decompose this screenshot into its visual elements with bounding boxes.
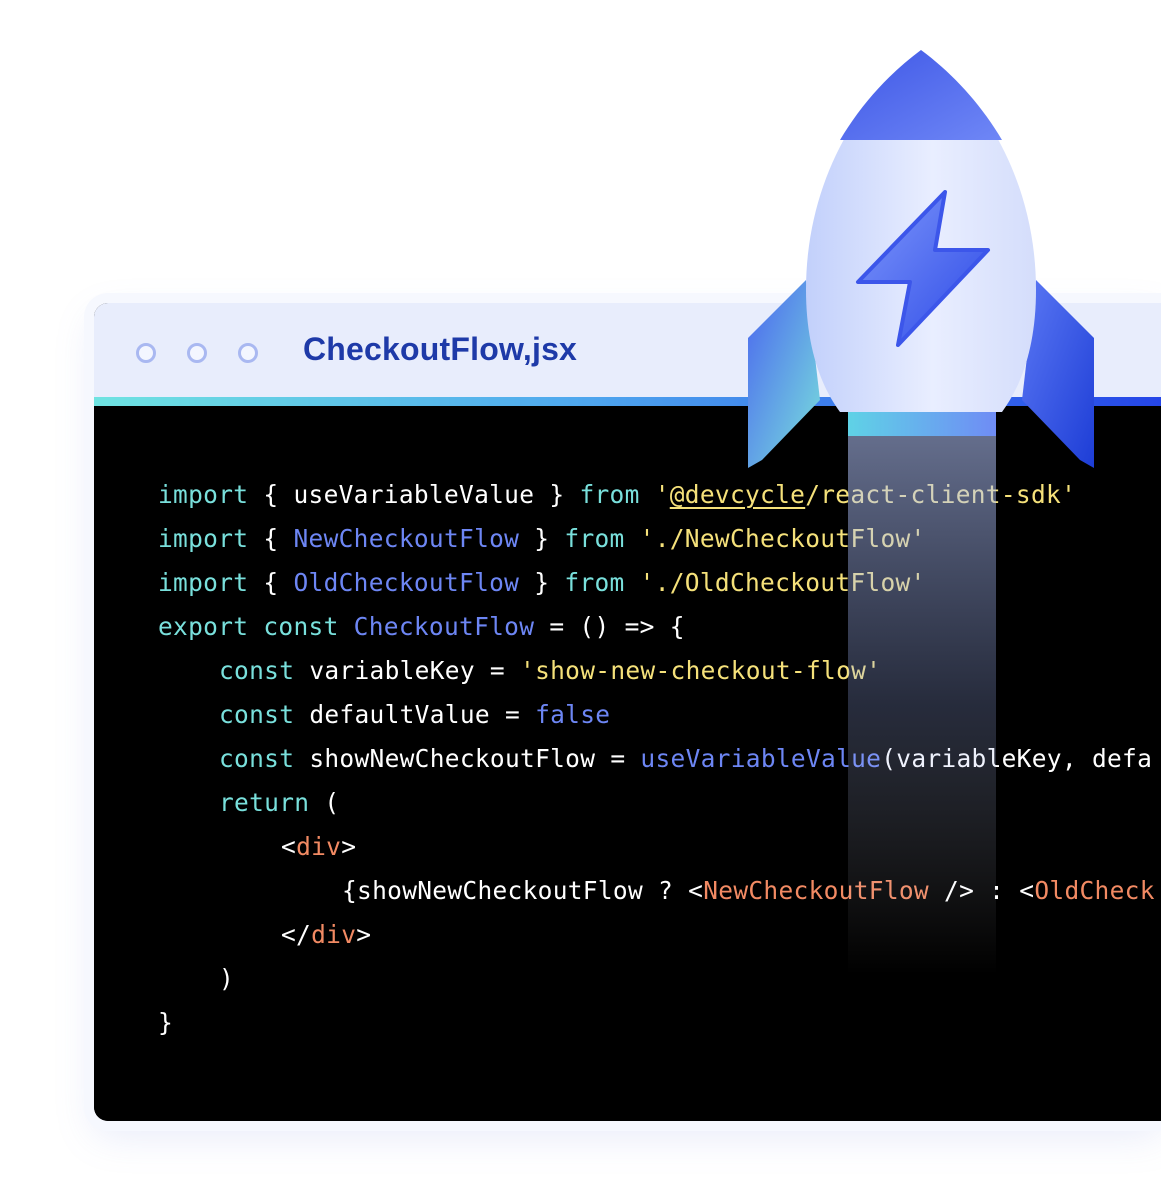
code-line-12: ) bbox=[219, 964, 235, 993]
window-dot-close[interactable] bbox=[136, 343, 156, 363]
file-name: CheckoutFlow,jsx bbox=[303, 331, 578, 367]
code-line-4: export const CheckoutFlow = () => { bbox=[158, 612, 685, 641]
code-line-7: const showNewCheckoutFlow = useVariableV… bbox=[219, 744, 1153, 773]
code-line-1: import { useVariableValue } from '@devcy… bbox=[158, 480, 1077, 509]
code-line-11: </div> bbox=[281, 920, 372, 949]
code-line-6: const defaultValue = false bbox=[219, 700, 611, 729]
rocket-icon bbox=[748, 50, 1094, 975]
code-line-5: const variableKey = 'show-new-checkout-f… bbox=[219, 656, 882, 685]
code-line-13: } bbox=[158, 1008, 174, 1037]
window-dot-minimize[interactable] bbox=[187, 343, 207, 363]
code-line-8: return ( bbox=[219, 788, 340, 817]
lightning-bolt-icon bbox=[856, 190, 990, 347]
window-dot-maximize[interactable] bbox=[238, 343, 258, 363]
titlebar-accent-bar bbox=[94, 397, 1161, 406]
code-line-9: <div> bbox=[281, 832, 357, 861]
package-link[interactable]: @devcycle bbox=[669, 480, 806, 509]
